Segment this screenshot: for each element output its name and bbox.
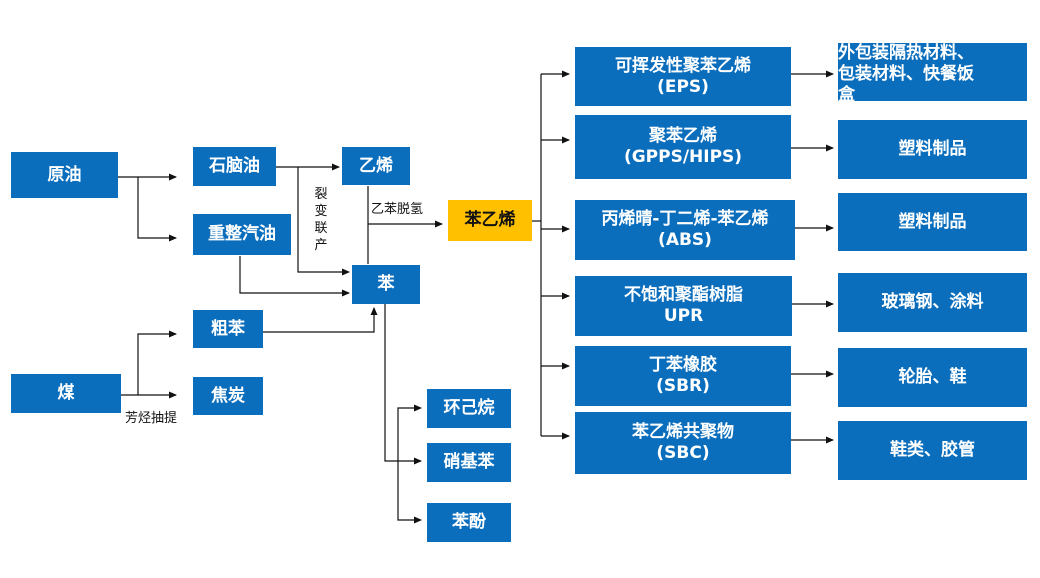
node-eps-code: (EPS) — [657, 76, 709, 97]
node-sbr-code: (SBR) — [656, 376, 710, 396]
node-app-eps: 外包装隔热材料、 包装材料、快餐饭 盒 — [838, 43, 1027, 101]
node-coke: 焦炭 — [193, 377, 263, 415]
node-app-gpps: 塑料制品 — [838, 120, 1027, 179]
node-reformate: 重整汽油 — [193, 214, 291, 255]
node-eps: 可挥发性聚苯乙烯 (EPS) — [575, 47, 791, 106]
node-app-eps-line2: 包装材料、快餐饭 — [838, 63, 974, 84]
node-coal: 煤 — [11, 374, 121, 413]
node-sbc-code: (SBC) — [656, 443, 710, 463]
node-upr: 不饱和聚酯树脂 UPR — [575, 276, 792, 336]
label-ethylbenzene-dehydrogenation: 乙苯脱氢 — [371, 202, 424, 217]
node-app-sbr: 轮胎、鞋 — [838, 348, 1027, 407]
node-upr-name: 不饱和聚酯树脂 — [624, 285, 743, 305]
node-benzene: 苯 — [352, 265, 420, 304]
node-crude-oil: 原油 — [11, 152, 118, 198]
node-app-eps-line1: 外包装隔热材料、 — [838, 43, 974, 63]
node-gpps-name: 聚苯乙烯 — [649, 126, 717, 146]
label-cracking-char-4: 产 — [314, 238, 328, 253]
node-app-abs: 塑料制品 — [838, 193, 1027, 251]
label-cracking-char-1: 裂 — [314, 187, 328, 202]
node-abs: 丙烯晴-丁二烯-苯乙烯 (ABS) — [575, 200, 795, 260]
node-nitrobenzene: 硝基苯 — [427, 443, 511, 482]
node-sbc-name: 苯乙烯共聚物 — [632, 422, 734, 442]
node-crude-benzene: 粗苯 — [193, 310, 263, 348]
label-cracking-char-2: 变 — [314, 204, 328, 219]
node-sbr-name: 丁苯橡胶 — [649, 355, 717, 375]
label-cracking-char-3: 联 — [314, 221, 328, 236]
node-gpps-code: (GPPS/HIPS) — [623, 147, 743, 167]
node-gpps: 聚苯乙烯 (GPPS/HIPS) — [575, 115, 791, 179]
node-ethylene: 乙烯 — [342, 147, 410, 185]
node-upr-code: UPR — [663, 306, 704, 326]
node-phenol: 苯酚 — [427, 503, 511, 542]
node-cyclohexane: 环己烷 — [427, 389, 511, 428]
node-styrene: 苯乙烯 — [448, 200, 532, 241]
node-app-eps-line3: 盒 — [838, 84, 855, 102]
node-sbc: 苯乙烯共聚物 (SBC) — [575, 412, 791, 474]
node-app-sbc: 鞋类、胶管 — [838, 421, 1027, 480]
node-eps-name: 可挥发性聚苯乙烯 — [615, 55, 751, 76]
label-aromatics-extraction: 芳烃抽提 — [125, 411, 178, 426]
node-abs-code: (ABS) — [658, 230, 712, 250]
label-cracking-coproduct: 裂 变 联 产 — [313, 186, 329, 254]
node-abs-name: 丙烯晴-丁二烯-苯乙烯 — [601, 209, 769, 229]
node-app-upr: 玻璃钢、涂料 — [838, 273, 1027, 332]
node-naphtha: 石脑油 — [193, 147, 276, 186]
node-sbr: 丁苯橡胶 (SBR) — [575, 346, 791, 406]
